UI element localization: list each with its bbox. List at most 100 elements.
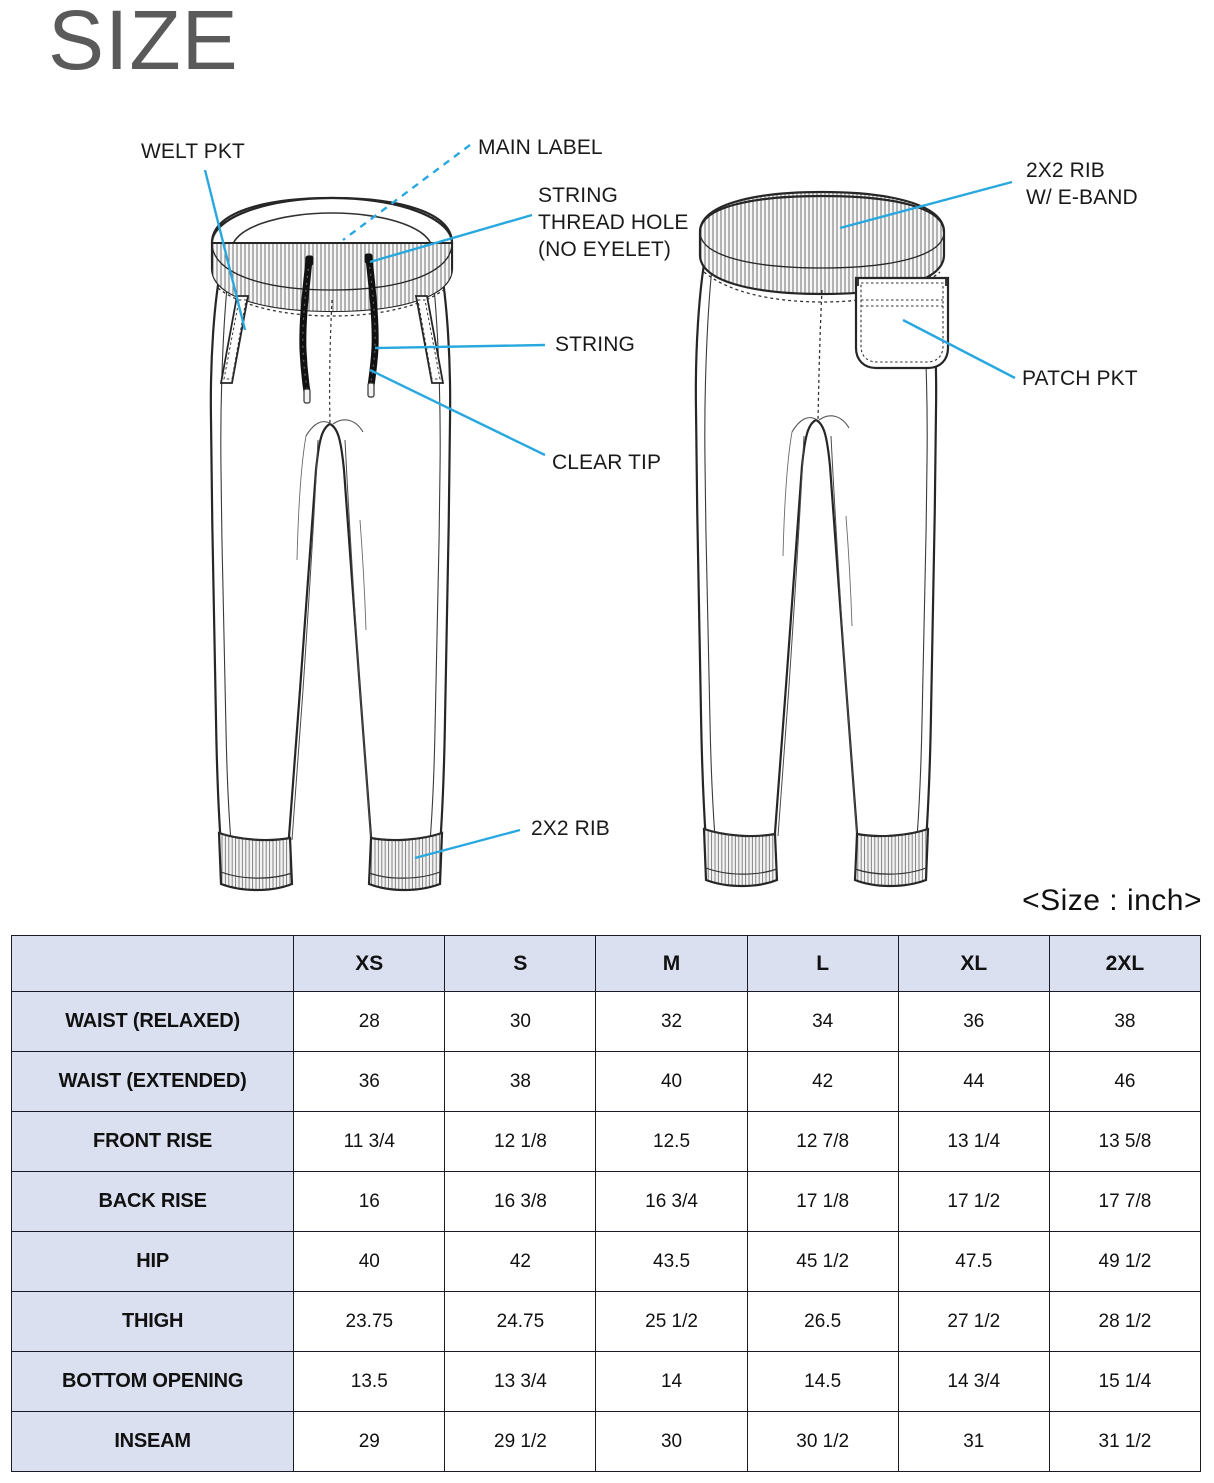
cell-hip-s: 42: [444, 1231, 597, 1292]
back-cuff-right: [853, 827, 930, 888]
callout-welt-pkt: WELT PKT: [141, 140, 245, 163]
cell-bottom-opening-xl: 14 3/4: [897, 1351, 1050, 1412]
cell-waist-relaxed-xl: 36: [897, 991, 1050, 1052]
table-row: THIGH 23.75 24.75 25 1/2 26.5 27 1/2 28 …: [10, 1291, 1202, 1352]
callout-main-label: MAIN LABEL: [478, 136, 603, 159]
leader-main-label: [342, 144, 471, 241]
column-header-s: S: [444, 935, 597, 992]
table-row: INSEAM 29 29 1/2 30 30 1/2 31 31 1/2: [10, 1411, 1202, 1472]
callout-rib-cuff: 2X2 RIB: [531, 817, 610, 840]
column-header-xl: XL: [897, 935, 1050, 992]
table-row: WAIST (RELAXED) 28 30 32 34 36 38: [10, 991, 1202, 1052]
callout-string: STRING: [555, 333, 635, 356]
front-cuff-left: [217, 831, 294, 892]
callout-patch-pkt: PATCH PKT: [1022, 367, 1138, 390]
patch-pocket: [854, 276, 950, 370]
cell-front-rise-xl: 13 1/4: [897, 1111, 1050, 1172]
callout-clear-tip: CLEAR TIP: [552, 451, 662, 474]
size-chart-table-wrap: XS S M L XL 2XL WAIST (RELAXED) 28 30 32…: [10, 935, 1202, 1472]
back-view-flat: [694, 190, 950, 888]
cell-front-rise-2xl: 13 5/8: [1048, 1111, 1202, 1172]
cell-back-rise-2xl: 17 7/8: [1048, 1171, 1202, 1232]
cell-thigh-s: 24.75: [444, 1291, 597, 1352]
cell-inseam-m: 30: [595, 1411, 748, 1472]
leader-rib-cuff: [414, 828, 521, 860]
cell-bottom-opening-m: 14: [595, 1351, 748, 1412]
cell-front-rise-xs: 11 3/4: [293, 1111, 446, 1172]
cell-thigh-2xl: 28 1/2: [1048, 1291, 1202, 1352]
leader-string-thread-hole: [369, 213, 533, 264]
cell-front-rise-l: 12 7/8: [746, 1111, 899, 1172]
cell-waist-relaxed-l: 34: [746, 991, 899, 1052]
cell-thigh-xl: 27 1/2: [897, 1291, 1050, 1352]
row-header-hip: HIP: [10, 1231, 295, 1292]
cell-front-rise-s: 12 1/8: [444, 1111, 597, 1172]
row-header-inseam: INSEAM: [10, 1411, 295, 1472]
cell-thigh-m: 25 1/2: [595, 1291, 748, 1352]
table-row: FRONT RISE 11 3/4 12 1/8 12.5 12 7/8 13 …: [10, 1111, 1202, 1172]
cell-front-rise-m: 12.5: [595, 1111, 748, 1172]
table-row: BOTTOM OPENING 13.5 13 3/4 14 14.5 14 3/…: [10, 1351, 1202, 1412]
back-cuff-left: [702, 827, 779, 888]
table-row: WAIST (EXTENDED) 36 38 40 42 44 46: [10, 1051, 1202, 1112]
cell-hip-xl: 47.5: [897, 1231, 1050, 1292]
size-unit-note: <Size : inch>: [1022, 884, 1202, 917]
welt-pocket-right: [414, 295, 445, 384]
cell-bottom-opening-l: 14.5: [746, 1351, 899, 1412]
cell-inseam-xl: 31: [897, 1411, 1050, 1472]
table-row: BACK RISE 16 16 3/8 16 3/4 17 1/8 17 1/2…: [10, 1171, 1202, 1232]
drawstring-left: [299, 255, 314, 404]
cell-thigh-l: 26.5: [746, 1291, 899, 1352]
cell-waist-relaxed-m: 32: [595, 991, 748, 1052]
cell-thigh-xs: 23.75: [293, 1291, 446, 1352]
leader-rib-eband: [839, 180, 1013, 230]
row-header-back-rise: BACK RISE: [10, 1171, 295, 1232]
column-header-l: L: [746, 935, 899, 992]
page-title: SIZE: [48, 0, 239, 87]
cell-back-rise-l: 17 1/8: [746, 1171, 899, 1232]
cell-hip-m: 43.5: [595, 1231, 748, 1292]
cell-back-rise-m: 16 3/4: [595, 1171, 748, 1232]
leader-string: [374, 343, 546, 350]
cell-back-rise-xl: 17 1/2: [897, 1171, 1050, 1232]
column-header-xs: XS: [293, 935, 446, 992]
cell-waist-extended-m: 40: [595, 1051, 748, 1112]
row-header-waist-extended: WAIST (EXTENDED): [10, 1051, 295, 1112]
cell-waist-relaxed-s: 30: [444, 991, 597, 1052]
size-chart-table: XS S M L XL 2XL WAIST (RELAXED) 28 30 32…: [10, 935, 1202, 1472]
row-header-waist-relaxed: WAIST (RELAXED): [10, 991, 295, 1052]
technical-flat-illustration: [203, 144, 1016, 892]
cell-back-rise-s: 16 3/8: [444, 1171, 597, 1232]
row-header-bottom-opening: BOTTOM OPENING: [10, 1351, 295, 1412]
cell-inseam-s: 29 1/2: [444, 1411, 597, 1472]
cell-hip-xs: 40: [293, 1231, 446, 1292]
leader-patch-pkt: [902, 318, 1016, 380]
cell-hip-l: 45 1/2: [746, 1231, 899, 1292]
cell-inseam-2xl: 31 1/2: [1048, 1411, 1202, 1472]
leader-clear-tip: [369, 368, 546, 457]
column-header-m: M: [595, 935, 748, 992]
cell-waist-extended-2xl: 46: [1048, 1051, 1202, 1112]
leader-lines: [203, 144, 1016, 860]
cell-waist-extended-xl: 44: [897, 1051, 1050, 1112]
callout-rib-eband: 2X2 RIB W/ E-BAND: [1026, 159, 1138, 209]
column-header-2xl: 2XL: [1048, 935, 1202, 992]
cell-bottom-opening-s: 13 3/4: [444, 1351, 597, 1412]
cell-waist-extended-s: 38: [444, 1051, 597, 1112]
front-cuff-right: [367, 831, 444, 892]
cell-waist-extended-l: 42: [746, 1051, 899, 1112]
table-row: HIP 40 42 43.5 45 1/2 47.5 49 1/2: [10, 1231, 1202, 1292]
cell-inseam-xs: 29: [293, 1411, 446, 1472]
table-corner-cell: [10, 935, 295, 992]
cell-bottom-opening-2xl: 15 1/4: [1048, 1351, 1202, 1412]
callout-string-thread-hole: STRING THREAD HOLE (NO EYELET): [538, 184, 689, 261]
leader-welt-pkt: [203, 169, 247, 331]
cell-inseam-l: 30 1/2: [746, 1411, 899, 1472]
cell-waist-extended-xs: 36: [293, 1051, 446, 1112]
table-header-row: XS S M L XL 2XL: [10, 935, 1202, 992]
cell-waist-relaxed-2xl: 38: [1048, 991, 1202, 1052]
front-waistband-rib: [210, 196, 454, 313]
cell-hip-2xl: 49 1/2: [1048, 1231, 1202, 1292]
front-view-flat: [209, 196, 454, 892]
